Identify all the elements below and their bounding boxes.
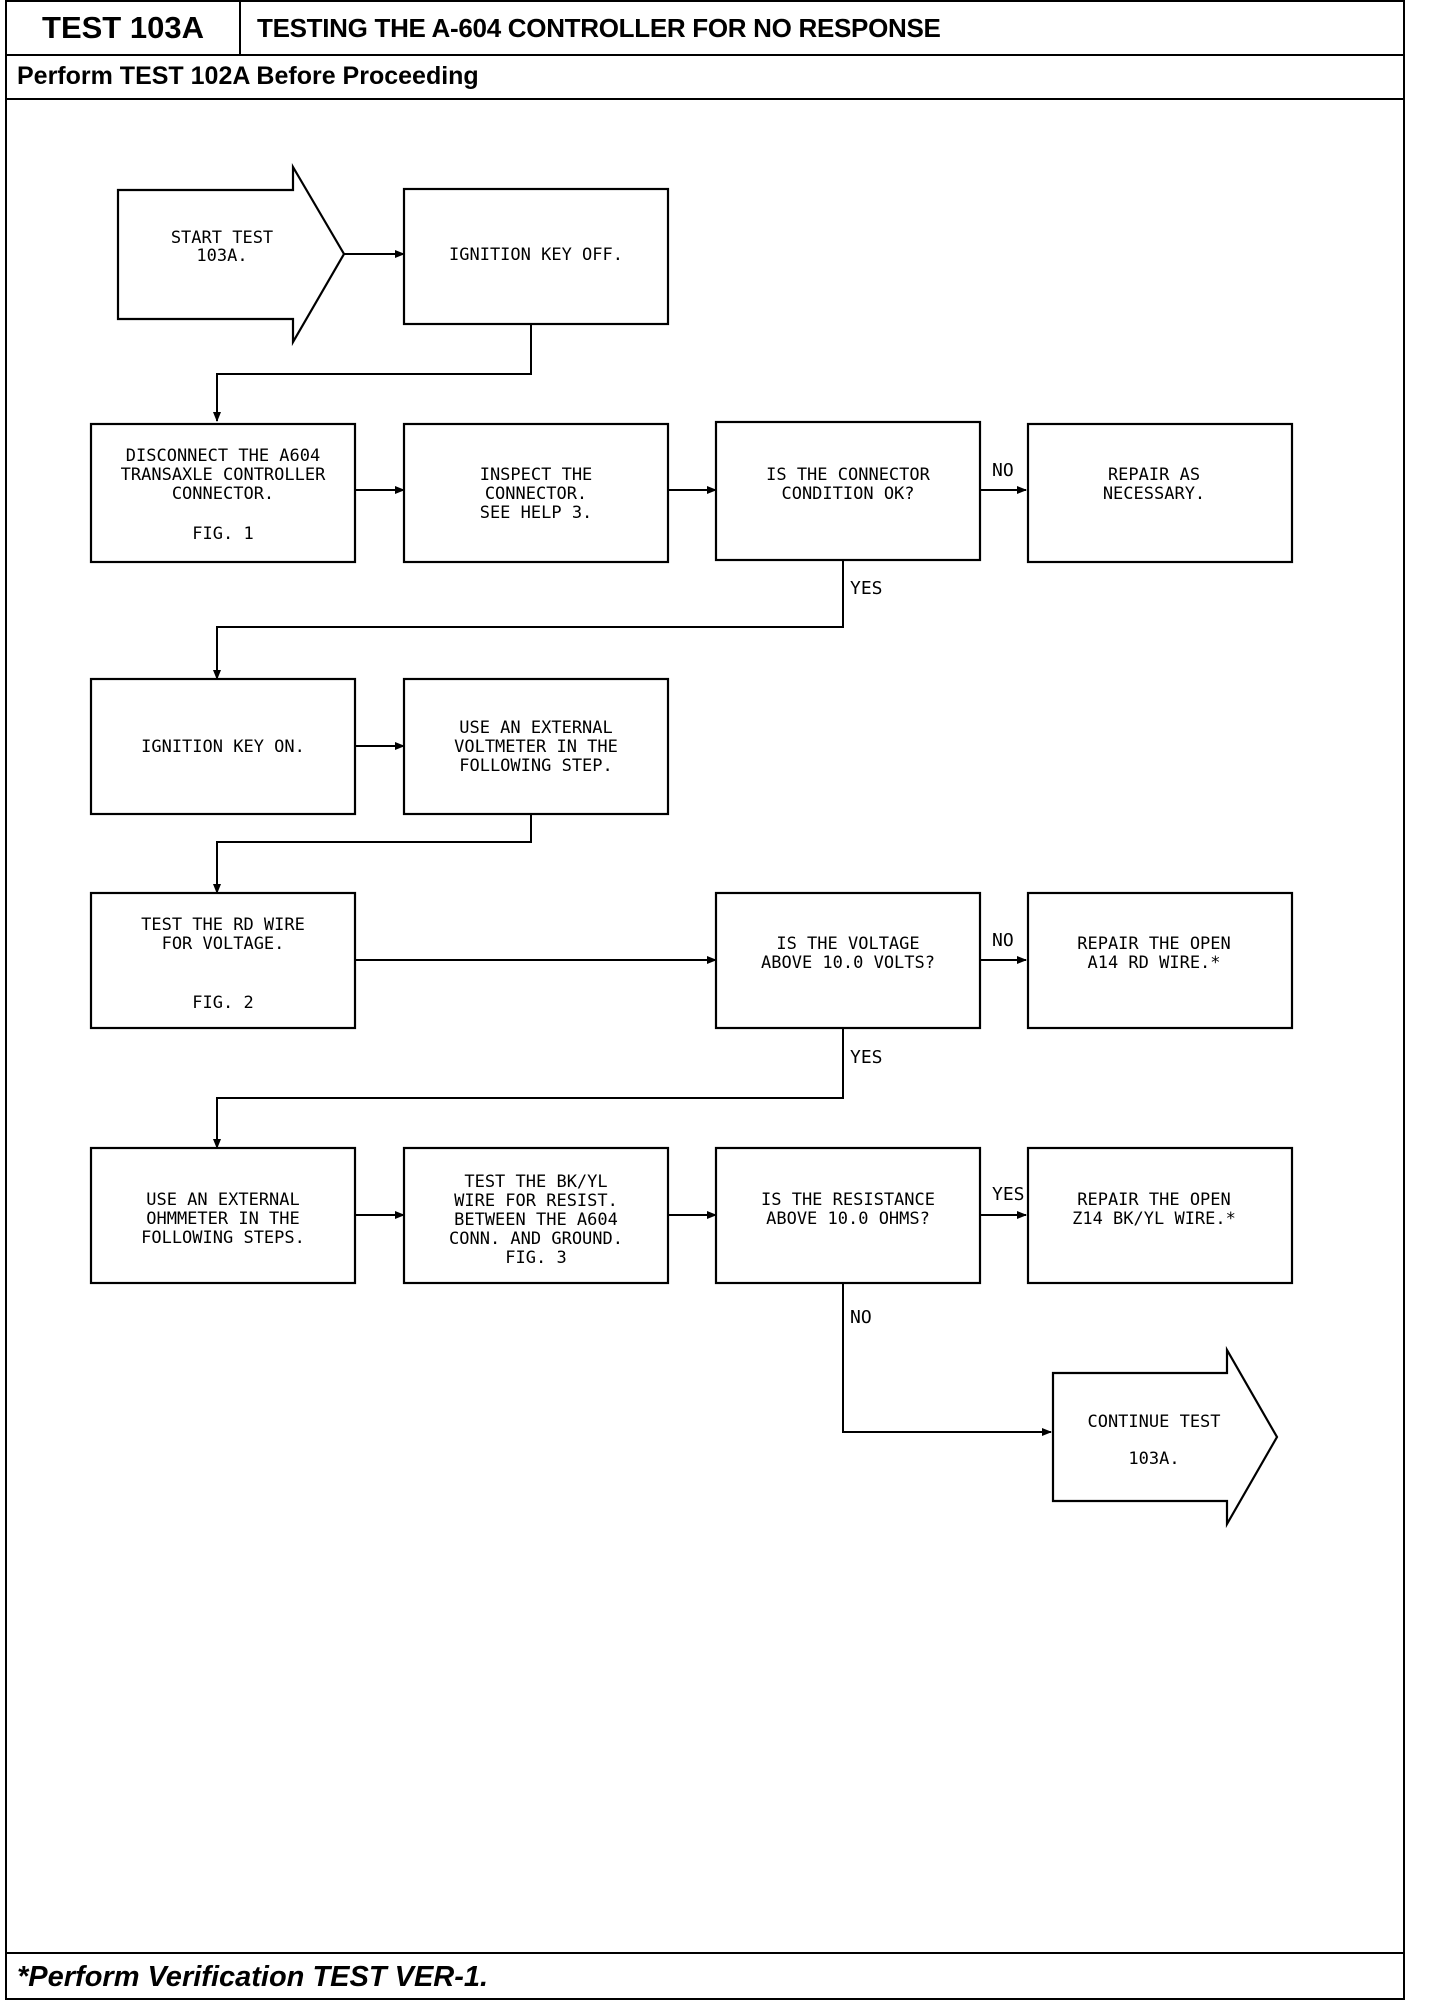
use-voltmeter-line-1: USE AN EXTERNAL [459,718,613,738]
voltage-question-line-2: ABOVE 10.0 VOLTS? [761,953,935,973]
node-use-voltmeter: USE AN EXTERNAL VOLTMETER IN THE FOLLOWI… [402,677,670,816]
use-ohmmeter-line-2: OHMMETER IN THE [146,1209,300,1229]
label-connector-yes: YES [850,578,883,599]
prerequisite-note: Perform TEST 102A Before Proceeding [7,54,1403,100]
connector-question-box [714,420,982,562]
continue-line-2: 103A. [1128,1449,1179,1469]
repair-necessary-line-2: NECESSARY. [1103,484,1205,504]
use-ohmmeter-line-3: FOLLOWING STEPS. [141,1228,305,1248]
header-row: TEST 103A TESTING THE A-604 CONTROLLER F… [7,2,1403,56]
test-bkyl-wire-box [402,1146,670,1285]
test-id: TEST 103A [7,2,241,54]
inspect-box [402,422,670,564]
continue-arrow-shape [1051,1345,1279,1529]
inspect-line-1: INSPECT THE [480,465,593,485]
footer-note: *Perform Verification TEST VER-1. [7,1952,1403,2000]
start-arrow-shape [116,162,346,347]
node-connector-question: IS THE CONNECTOR CONDITION OK? [714,420,982,562]
repair-z14-line-1: REPAIR THE OPEN [1077,1190,1231,1210]
label-resistance-yes: YES [992,1184,1025,1205]
use-ohmmeter-line-1: USE AN EXTERNAL [146,1190,300,1210]
node-test-bkyl-wire: TEST THE BK/YL WIRE FOR RESIST. BETWEEN … [402,1146,670,1285]
arrow-voltmeter-to-testrd [213,814,532,894]
resistance-question-line-2: ABOVE 10.0 OHMS? [766,1209,930,1229]
node-test-rd-wire: TEST THE RD WIRE FOR VOLTAGE. FIG. 2 [89,891,357,1030]
repair-necessary-line-1: REPAIR AS [1108,465,1200,485]
arrow-voltq-yes [213,1028,844,1149]
arrow-ignoff-to-disconnect [213,324,532,422]
label-voltage-no: NO [992,930,1014,951]
repair-a14-line-2: A14 RD WIRE.* [1087,953,1220,973]
repair-z14-line-2: Z14 BK/YL WIRE.* [1072,1209,1236,1229]
ignition-on-text: IGNITION KEY ON. [141,737,305,757]
label-connector-no: NO [992,460,1014,481]
test-rd-wire-line-1: TEST THE RD WIRE [141,915,305,935]
disconnect-line-2: TRANSAXLE CONTROLLER [121,465,326,485]
ignition-off-box [402,187,670,326]
node-repair-necessary: REPAIR AS NECESSARY. [1026,422,1294,564]
repair-a14-line-1: REPAIR THE OPEN [1077,934,1231,954]
connector-question-line-2: CONDITION OK? [781,484,914,504]
arrow-connq-yes [213,558,844,680]
test-rd-wire-fig: FIG. 2 [192,993,253,1013]
node-ignition-off: IGNITION KEY OFF. [402,187,670,326]
resistance-question-line-1: IS THE RESISTANCE [761,1190,935,1210]
node-voltage-question: IS THE VOLTAGE ABOVE 10.0 VOLTS? [714,891,982,1030]
use-voltmeter-line-2: VOLTMETER IN THE [454,737,618,757]
node-continue: CONTINUE TEST 103A. [1051,1345,1279,1529]
connector-lines [213,250,1052,1436]
arrow-resq-no [842,1283,1052,1436]
repair-a14-box [1026,891,1294,1030]
disconnect-fig: FIG. 1 [192,524,253,544]
use-voltmeter-line-3: FOLLOWING STEP. [459,756,613,776]
connector-question-line-1: IS THE CONNECTOR [766,465,931,485]
repair-necessary-box [1026,422,1294,564]
start-line-2: 103A. [196,246,247,266]
inspect-line-3: SEE HELP 3. [480,503,593,523]
flowchart: NO YES NO YES YES NO START TEST 103A. IG… [89,162,1294,1529]
voltage-question-line-1: IS THE VOLTAGE [776,934,919,954]
disconnect-box [89,422,357,564]
node-ignition-on: IGNITION KEY ON. [89,677,357,816]
resistance-question-box [714,1146,982,1285]
inspect-line-2: CONNECTOR. [485,484,587,504]
use-ohmmeter-box [89,1146,357,1285]
repair-z14-box [1026,1146,1294,1285]
test-rd-wire-box [89,891,357,1030]
disconnect-line-1: DISCONNECT THE A604 [126,446,320,466]
test-rd-wire-line-2: FOR VOLTAGE. [162,934,285,954]
test-bkyl-fig: FIG. 3 [505,1248,566,1268]
test-bkyl-line-2: WIRE FOR RESIST. [454,1191,618,1211]
node-repair-a14: REPAIR THE OPEN A14 RD WIRE.* [1026,891,1294,1030]
node-use-ohmmeter: USE AN EXTERNAL OHMMETER IN THE FOLLOWIN… [89,1146,357,1285]
label-resistance-no: NO [850,1307,872,1328]
test-bkyl-line-4: CONN. AND GROUND. [449,1229,623,1249]
node-repair-z14: REPAIR THE OPEN Z14 BK/YL WIRE.* [1026,1146,1294,1285]
node-disconnect: DISCONNECT THE A604 TRANSAXLE CONTROLLER… [89,422,357,564]
disconnect-line-3: CONNECTOR. [172,484,274,504]
procedure-page: TEST 103A TESTING THE A-604 CONTROLLER F… [5,0,1405,2000]
node-start: START TEST 103A. [116,162,346,347]
use-voltmeter-box [402,677,670,816]
test-bkyl-line-1: TEST THE BK/YL [464,1172,607,1192]
voltage-question-box [714,891,982,1030]
node-resistance-question: IS THE RESISTANCE ABOVE 10.0 OHMS? [714,1146,982,1285]
node-inspect: INSPECT THE CONNECTOR. SEE HELP 3. [402,422,670,564]
continue-line-1: CONTINUE TEST [1087,1412,1220,1432]
ignition-on-box [89,677,357,816]
test-bkyl-line-3: BETWEEN THE A604 [454,1210,618,1230]
label-voltage-yes: YES [850,1047,883,1068]
test-title: TESTING THE A-604 CONTROLLER FOR NO RESP… [257,13,941,43]
ignition-off-text: IGNITION KEY OFF. [449,245,623,265]
start-line-1: START TEST [171,228,273,248]
